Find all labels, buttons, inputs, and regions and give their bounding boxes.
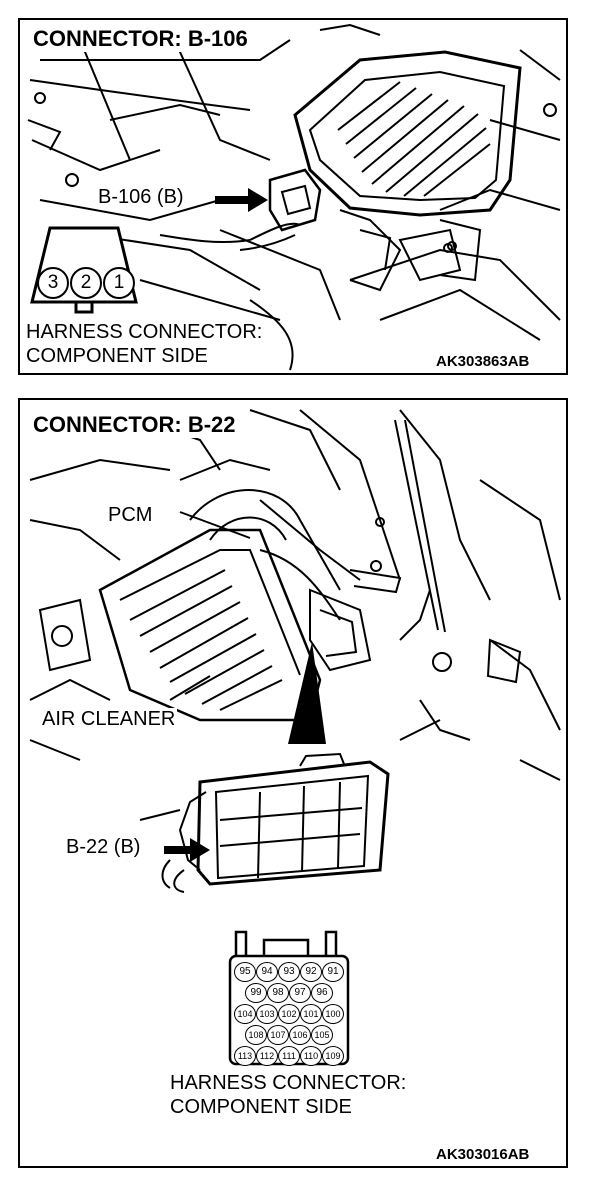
pin-95: 95 [234, 962, 256, 982]
pin-108: 108 [245, 1025, 267, 1045]
pin-96: 96 [311, 983, 333, 1003]
connector-title: CONNECTOR: B-106 [30, 26, 251, 52]
connector-b22-panel: CONNECTOR: B-22 PCM AIR CLEANER B-22 (B)… [18, 398, 568, 1168]
connector-title: CONNECTOR: B-22 [30, 412, 239, 438]
pin-110: 110 [300, 1046, 322, 1066]
pin-98: 98 [267, 983, 289, 1003]
pin-102: 102 [278, 1004, 300, 1024]
b106-callout-label: B-106 (B) [96, 186, 186, 208]
pcm-label: PCM [106, 504, 155, 526]
pin-1: 1 [103, 267, 135, 299]
figure-code: AK303863AB [434, 353, 532, 370]
callout-arrow-b22 [164, 838, 210, 862]
pin-3: 3 [37, 267, 69, 299]
pin-92: 92 [300, 962, 322, 982]
air-cleaner-label: AIR CLEANER [40, 708, 178, 730]
pin-94: 94 [256, 962, 278, 982]
harness-label-line1: HARNESS CONNECTOR: [168, 1072, 409, 1094]
pin-105: 105 [311, 1025, 333, 1045]
callout-arrow-b106 [215, 188, 268, 212]
pin-2: 2 [70, 267, 102, 299]
pin-104: 104 [234, 1004, 256, 1024]
b22-callout-label: B-22 (B) [64, 836, 143, 858]
pin-100: 100 [322, 1004, 344, 1024]
figure-code: AK303016AB [434, 1146, 532, 1163]
pin-97: 97 [289, 983, 311, 1003]
pin-93: 93 [278, 962, 300, 982]
harness-label-line2: COMPONENT SIDE [168, 1096, 354, 1118]
pin-103: 103 [256, 1004, 278, 1024]
pointer-wedge [288, 642, 326, 744]
pin-109: 109 [322, 1046, 344, 1066]
harness-label-line1: HARNESS CONNECTOR: [24, 321, 265, 343]
pin-91: 91 [322, 962, 344, 982]
pin-113: 113 [234, 1046, 256, 1066]
pin-99: 99 [245, 983, 267, 1003]
pin-106: 106 [289, 1025, 311, 1045]
harness-label-line2: COMPONENT SIDE [24, 345, 210, 367]
pin-112: 112 [256, 1046, 278, 1066]
pin-101: 101 [300, 1004, 322, 1024]
pin-107: 107 [267, 1025, 289, 1045]
pin-111: 111 [278, 1046, 300, 1066]
connector-b106-panel: CONNECTOR: B-106 B-106 (B) 3 2 1 HARNESS… [18, 18, 568, 375]
